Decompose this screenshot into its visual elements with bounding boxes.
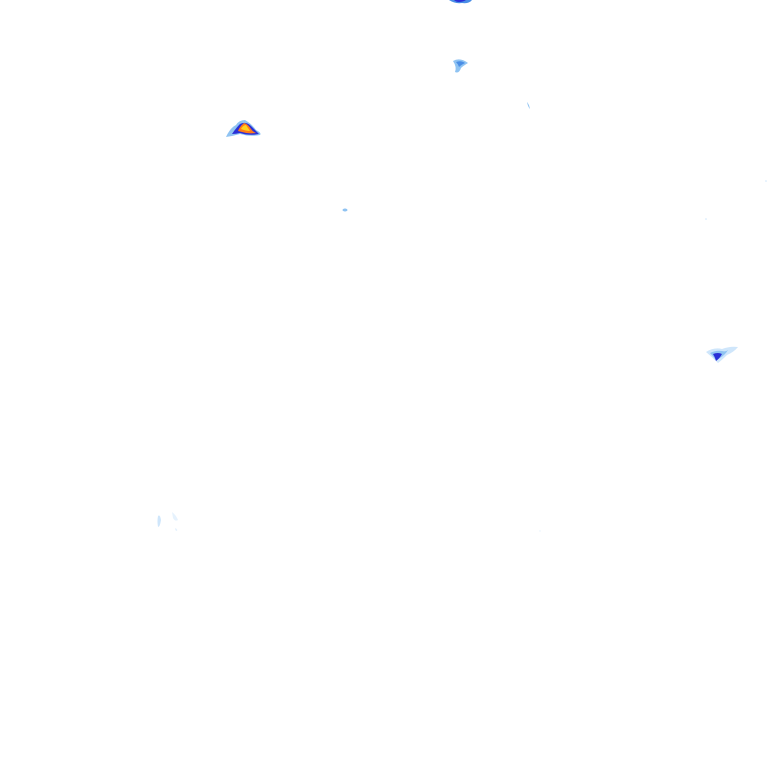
radar-echo-southwest-faint [157,512,178,531]
radar-echo-faint-speck-lower [539,530,541,532]
radar-echo-faint-dots-right [705,180,767,220]
radar-echo-east [706,346,738,363]
radar-echo-speck-center-left [342,208,348,212]
radar-echo-upper-center [453,59,468,73]
radar-echo-upper-left-storm [226,120,261,137]
radar-echo-speck-upper-right [527,102,530,109]
radar-echo-top-edge [449,0,472,4]
